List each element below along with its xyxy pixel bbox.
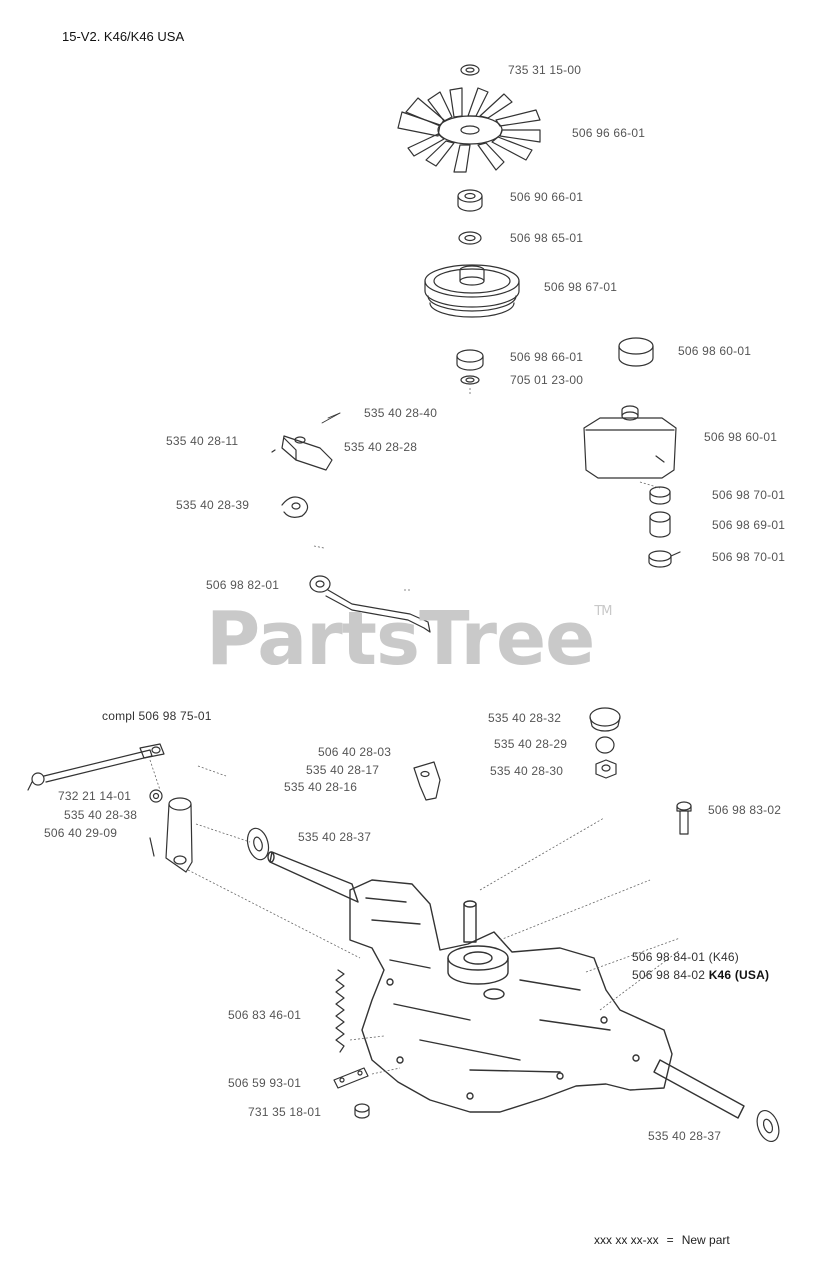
axle-seal-left-part[interactable] [244, 826, 272, 862]
leader-lines [149, 388, 681, 1075]
nut-part[interactable] [460, 375, 480, 385]
part-label[interactable]: 735 31 15-00 [508, 63, 582, 77]
small-nut-part[interactable] [149, 789, 163, 803]
bushing-part[interactable] [457, 189, 483, 212]
watermark-text: PartsTree [206, 596, 595, 682]
dust-cap-part[interactable] [589, 707, 621, 732]
part-label[interactable]: 506 90 66-01 [510, 190, 584, 204]
part-label[interactable]: 506 59 93-01 [228, 1076, 302, 1090]
legend-equals: = [666, 1233, 674, 1247]
retaining-ring-part[interactable] [460, 64, 480, 76]
watermark: PartsTreeTM [206, 596, 613, 682]
part-label[interactable]: 506 98 83-02 [708, 803, 782, 817]
part-label[interactable]: 535 40 28-39 [176, 498, 250, 512]
bolt-part[interactable] [676, 801, 692, 835]
part-label[interactable]: 506 98 65-01 [510, 231, 584, 245]
bracket-part[interactable] [413, 761, 441, 801]
legend-text: New part [681, 1233, 730, 1247]
bottom-nut-part[interactable] [354, 1103, 370, 1119]
part-label[interactable]: 705 01 23-00 [510, 373, 584, 387]
part-label[interactable]: 506 98 67-01 [544, 280, 618, 294]
part-label[interactable]: 535 40 28-29 [494, 737, 568, 751]
part-label[interactable]: 506 98 60-01 [704, 430, 778, 444]
part-label[interactable]: 535 40 28-28 [344, 440, 418, 454]
cooling-fan-part[interactable] [397, 87, 541, 173]
part-label[interactable]: 535 40 28-16 [284, 780, 358, 794]
part-label[interactable]: 506 98 84-01 (K46) [632, 950, 740, 964]
part-label[interactable]: 535 40 28-38 [64, 808, 138, 822]
part-label[interactable]: 535 40 28-40 [364, 406, 438, 420]
legend-code: xxx xx xx-xx [594, 1233, 659, 1247]
trademark-mark: TM [594, 604, 612, 619]
part-label[interactable]: compl 506 98 75-01 [102, 709, 212, 723]
washer-part[interactable] [458, 231, 482, 245]
part-label[interactable]: 535 40 28-30 [490, 764, 564, 778]
part-label[interactable]: 506 98 69-01 [712, 518, 786, 532]
part-number: 506 98 84-02 [632, 968, 706, 982]
part-label[interactable]: 732 21 14-01 [58, 789, 132, 803]
part-label[interactable]: 535 40 28-32 [488, 711, 562, 725]
bypass-rod-part[interactable] [309, 575, 431, 633]
spring-part[interactable] [335, 969, 345, 1053]
clip-ring-part[interactable] [648, 550, 681, 568]
part-label[interactable]: 731 35 18-01 [248, 1105, 322, 1119]
control-arm-part[interactable] [149, 797, 193, 873]
part-label[interactable]: 506 98 82-01 [206, 578, 280, 592]
lever-arm-part[interactable] [271, 435, 333, 471]
part-label[interactable]: 506 40 29-09 [44, 826, 118, 840]
o-ring-part[interactable] [595, 736, 615, 754]
part-label[interactable]: 535 40 28-11 [166, 434, 239, 448]
part-label[interactable]: 506 98 60-01 [678, 344, 752, 358]
legend: xxx xx xx-xx = New part [594, 1233, 730, 1247]
cap-right-part[interactable] [618, 337, 654, 367]
seal-ring-part[interactable] [649, 486, 671, 505]
page-title: 15-V2. K46/K46 USA [62, 29, 185, 44]
part-label[interactable]: 506 98 84-02 K46 (USA) [632, 968, 769, 982]
axle-seal-right-part[interactable] [753, 1108, 783, 1145]
part-label[interactable]: 506 98 70-01 [712, 488, 786, 502]
cap-part[interactable] [456, 349, 484, 371]
part-label[interactable]: 535 40 28-17 [306, 763, 380, 777]
part-label[interactable]: 506 98 66-01 [510, 350, 584, 364]
hex-nut-part[interactable] [595, 759, 617, 779]
part-label[interactable]: 506 40 28-03 [318, 745, 392, 759]
transaxle-housing-part[interactable] [267, 851, 745, 1119]
part-label[interactable]: 506 98 70-01 [712, 550, 786, 564]
spring-clip-part[interactable] [281, 496, 309, 518]
control-rod-part[interactable] [27, 743, 165, 791]
model-note: K46 (USA) [708, 968, 770, 982]
part-label[interactable]: 535 40 28-37 [648, 1129, 722, 1143]
part-label[interactable]: 506 83 46-01 [228, 1008, 302, 1022]
sleeve-part[interactable] [649, 511, 671, 538]
expansion-tank-part[interactable] [583, 405, 677, 479]
part-label[interactable]: 506 96 66-01 [572, 126, 646, 140]
pulley-part[interactable] [424, 264, 520, 318]
link-plate-part[interactable] [333, 1067, 369, 1089]
part-label[interactable]: 535 40 28-37 [298, 830, 372, 844]
